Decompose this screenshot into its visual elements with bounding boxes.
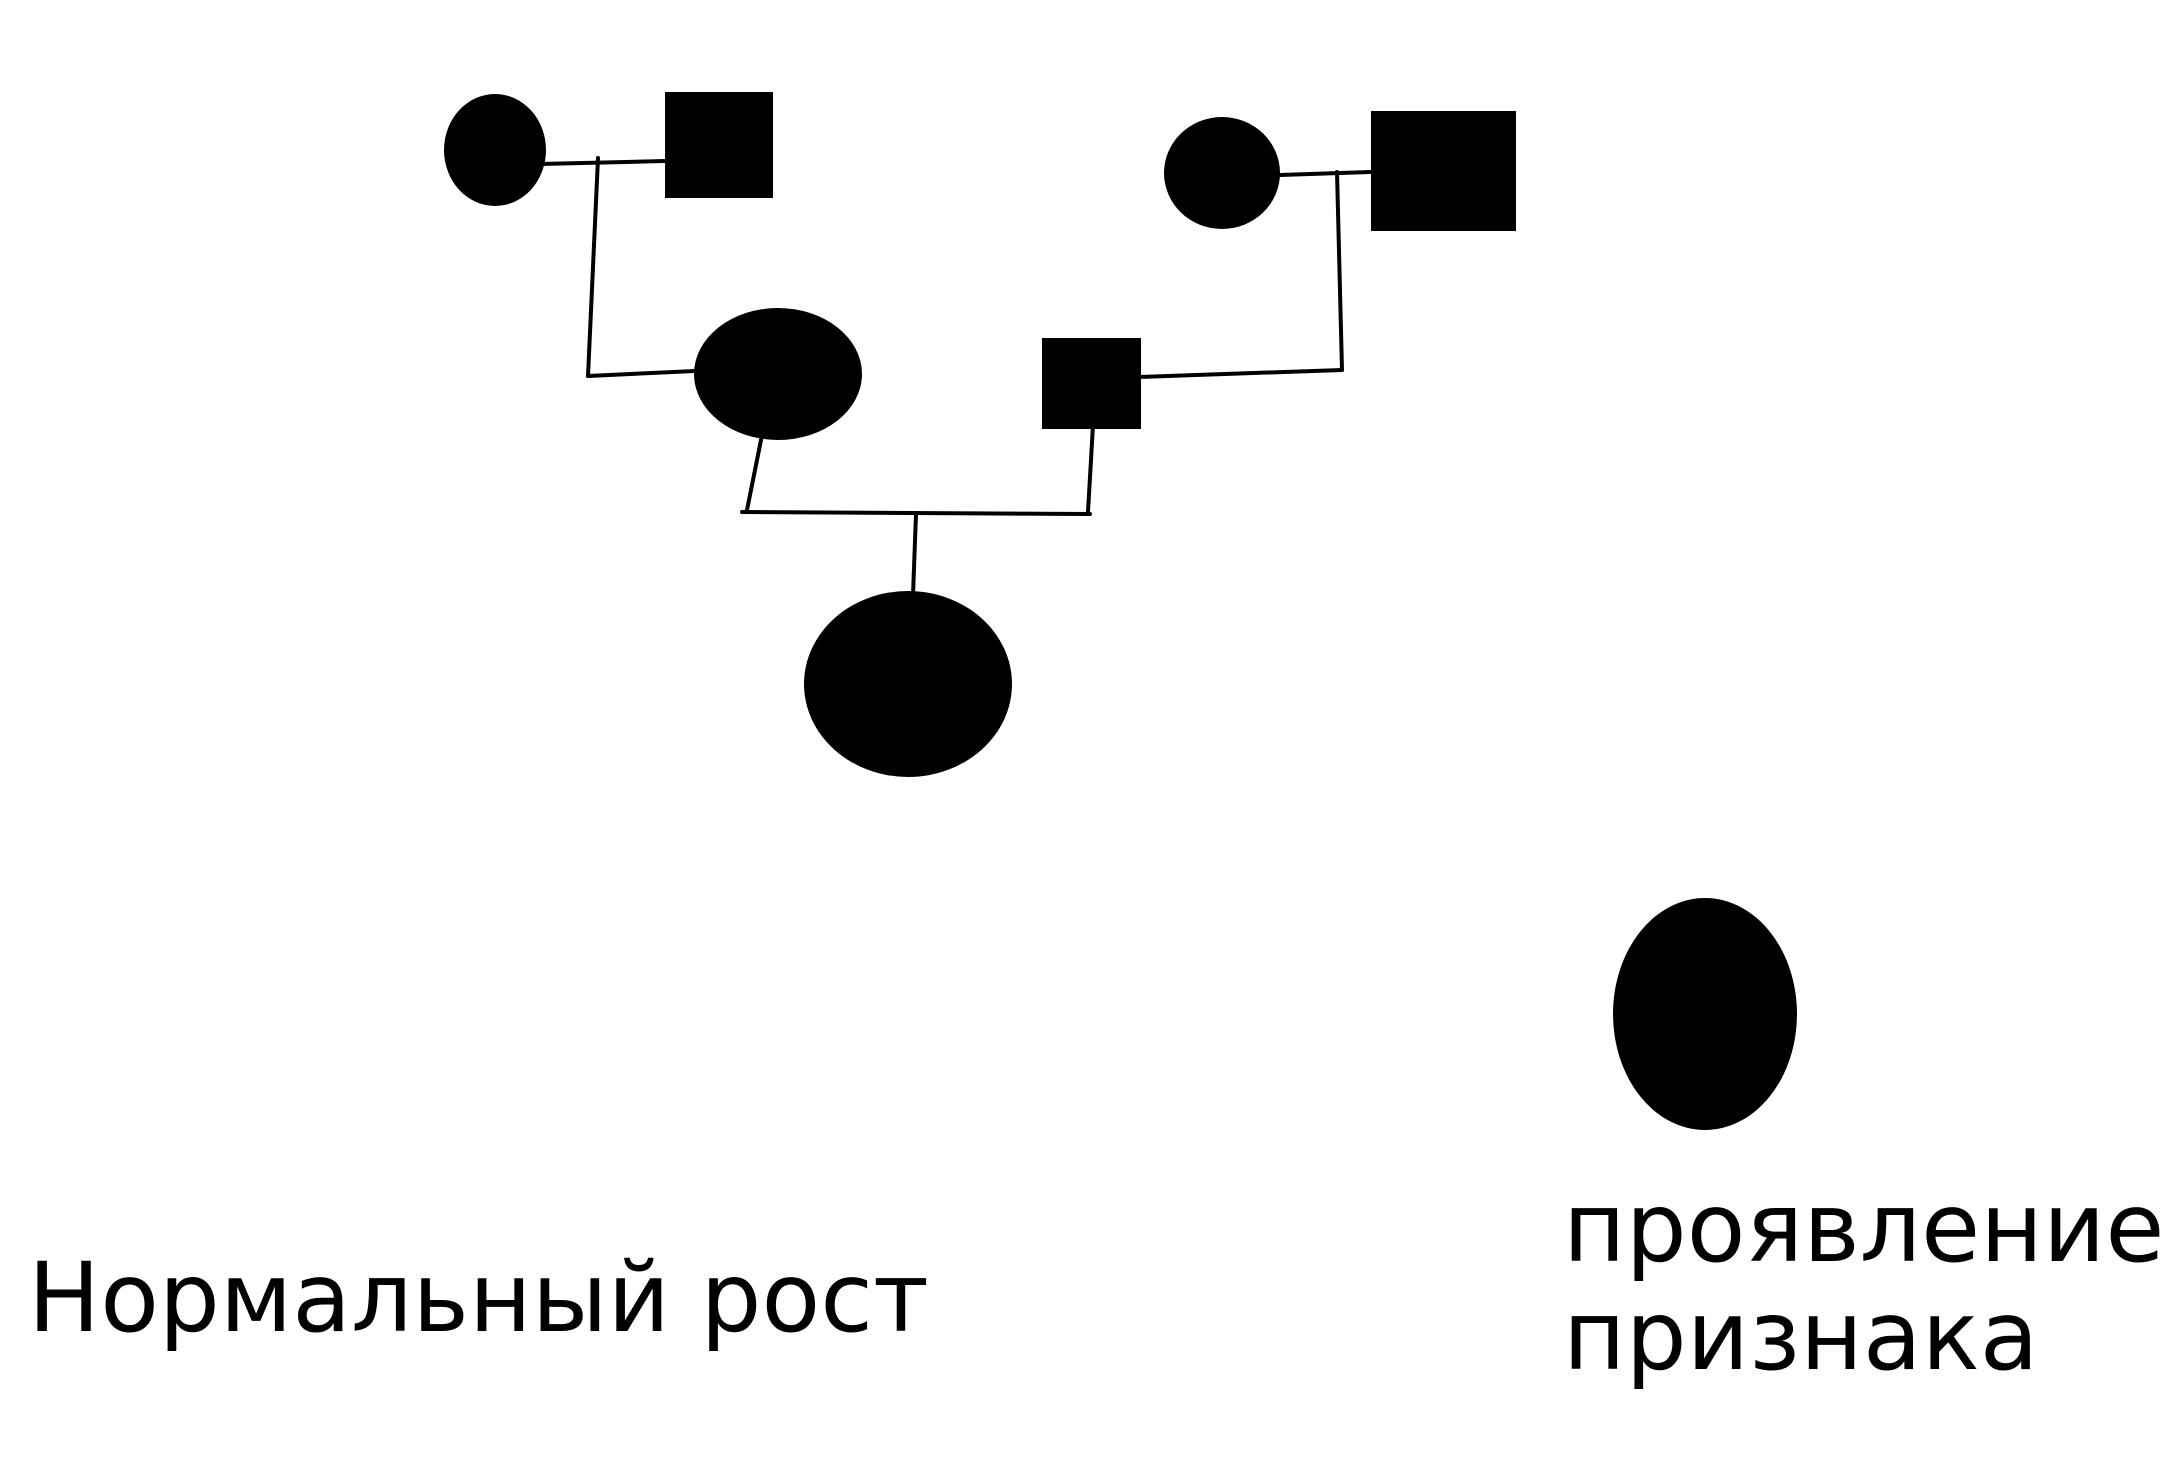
descent-line-left-grandparents xyxy=(586,156,600,378)
connector-lines xyxy=(538,156,1372,597)
grandmother-right-female-symbol xyxy=(1164,117,1280,229)
legend-trait-label: проявление признака xyxy=(1563,1172,2165,1392)
mother-drop-line xyxy=(745,433,764,512)
legend-trait-label-line2: признака xyxy=(1563,1279,2039,1392)
pedigree-symbols xyxy=(444,92,1797,1130)
mother-female-symbol xyxy=(694,308,862,440)
father-drop-line xyxy=(1086,423,1095,514)
legend-trait-symbol xyxy=(1613,898,1797,1130)
sibship-line-left xyxy=(586,369,697,378)
descent-line-parents xyxy=(911,512,918,597)
grandmother-left-female-symbol xyxy=(444,94,546,206)
marriage-line-right-grandparents xyxy=(1278,170,1372,177)
marriage-line-left-grandparents xyxy=(538,159,667,166)
legend-trait-label-line1: проявление xyxy=(1563,1172,2165,1284)
legend-normal-label: Нормальный рост xyxy=(28,1242,929,1354)
father-male-symbol xyxy=(1042,338,1141,429)
grandfather-right-male-symbol xyxy=(1371,111,1516,231)
daughter-female-symbol xyxy=(804,591,1012,777)
sibship-line-right xyxy=(1136,368,1344,379)
descent-line-right-grandparents xyxy=(1335,170,1344,372)
grandfather-left-male-symbol xyxy=(665,92,773,198)
